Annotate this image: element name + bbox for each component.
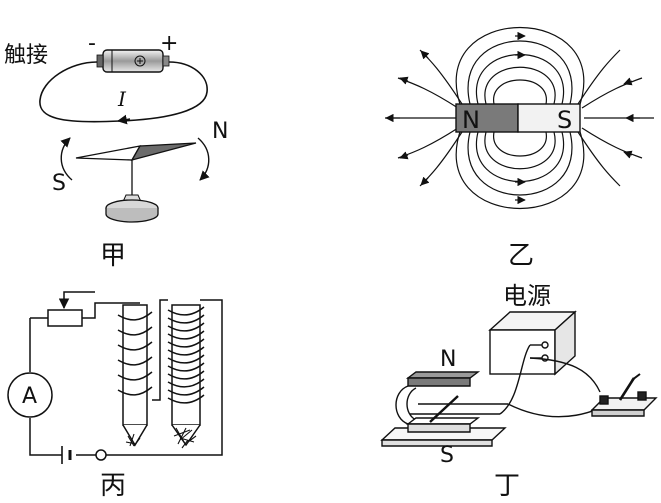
coil-right (167, 306, 205, 404)
power-supply-label: 电源 (503, 282, 551, 310)
panel-bing (7, 291, 223, 464)
current-arrow (117, 114, 131, 125)
battery (96, 49, 170, 73)
u-magnet (395, 371, 481, 433)
caption-yi: 乙 (508, 241, 534, 271)
power-supply (488, 310, 577, 376)
rheostat (47, 309, 83, 327)
battery-minus-label: - (88, 31, 96, 56)
current-label: I (117, 87, 127, 111)
iron-filings (125, 427, 197, 449)
magnet-north-label: N (462, 106, 480, 134)
needle-north-label: N (212, 119, 228, 144)
magnet-north-label-ding: N (440, 347, 456, 372)
caption-ding: 丁 (494, 471, 520, 501)
touch-label: 触接 (4, 43, 48, 68)
knife-switch (590, 373, 658, 417)
battery-plus-label: + (160, 31, 178, 56)
ammeter (7, 372, 53, 418)
caption-jia: 甲 (100, 241, 126, 271)
compass-needle (75, 142, 197, 223)
switch (95, 449, 107, 461)
rotation-arrow-left (60, 137, 73, 181)
panel-yi: N S 乙 (385, 27, 654, 271)
rotation-arrow-right (197, 137, 210, 181)
ammeter-label: A (22, 384, 37, 409)
panel-ding (380, 310, 658, 447)
caption-bing: 丙 (100, 471, 126, 501)
coil-left (117, 311, 153, 396)
panel-jia: 触接 - + I S N 甲 (4, 31, 228, 271)
magnet-south-label-ding: S (440, 443, 454, 468)
conductor-rod (429, 395, 459, 423)
field-arrows (385, 31, 640, 205)
needle-south-label: S (52, 171, 66, 196)
bar-magnet (455, 103, 581, 133)
magnet-south-label: S (557, 106, 572, 134)
